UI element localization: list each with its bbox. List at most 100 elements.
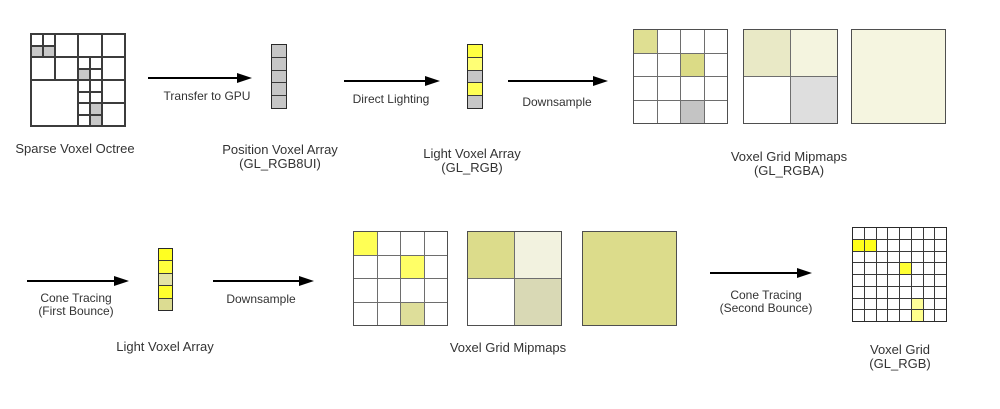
voxel-grid-figure <box>852 227 947 322</box>
grid-cell <box>853 251 864 263</box>
grid-cell <box>159 261 172 273</box>
grid-cell <box>876 298 888 310</box>
grid-cell <box>272 96 286 108</box>
grid-cell <box>468 96 482 108</box>
grid-cell <box>853 239 864 251</box>
direct-lighting-arrow <box>344 74 440 87</box>
grid-cell <box>876 263 888 274</box>
label-line2: (GL_RGBA) <box>753 163 825 178</box>
octree-cell <box>89 80 102 92</box>
grid-cell <box>911 298 923 310</box>
cone-tracing-first-bounce-arrow <box>27 274 129 287</box>
grid-cell <box>935 228 946 239</box>
grid-cell <box>911 286 923 298</box>
octree-cell <box>101 57 125 80</box>
grid-cell <box>272 45 286 57</box>
grid-cell <box>864 251 876 263</box>
octree-cell <box>89 91 102 103</box>
octree-cell <box>101 103 125 126</box>
grid-cell <box>876 228 888 239</box>
grid-cell <box>657 30 680 53</box>
grid-cell <box>468 45 482 57</box>
arrow-shaft <box>508 79 597 82</box>
grid-cell <box>272 57 286 70</box>
voxel-grid-mipmaps-label: Voxel Grid Mipmaps (GL_RGBA) <box>689 150 889 178</box>
grid-cell <box>853 298 864 310</box>
octree-cell <box>54 34 78 57</box>
grid-cell <box>657 100 680 123</box>
octree-cell <box>42 34 55 46</box>
grid-cell <box>704 30 727 53</box>
grid-cell <box>468 70 482 83</box>
grid-cell <box>401 302 424 325</box>
grid-cell <box>272 70 286 83</box>
voxel-grid-mipmap-level0 <box>633 29 728 124</box>
arrow-shaft <box>27 279 118 282</box>
grid-cell <box>424 255 447 278</box>
grid-cell <box>583 232 676 325</box>
grid-cell <box>159 273 172 286</box>
position-voxel-array-figure <box>271 44 287 109</box>
grid-cell <box>900 251 911 263</box>
voxel-grid-mipmap-2-level0 <box>353 231 448 326</box>
label-line2: (GL_RGB) <box>869 356 931 371</box>
grid-cell <box>424 232 447 255</box>
grid-cell <box>681 30 704 53</box>
octree-filled-cell <box>89 103 102 115</box>
grid-cell <box>876 275 888 286</box>
grid-cell <box>900 263 911 274</box>
light-voxel-array-label: Light Voxel Array (GL_RGB) <box>392 147 552 175</box>
grid-cell <box>272 83 286 96</box>
grid-cell <box>888 228 899 239</box>
grid-cell <box>424 302 447 325</box>
label-line2: (GL_RGB) <box>441 160 503 175</box>
arrow-head-icon <box>425 75 440 86</box>
grid-cell <box>888 275 899 286</box>
grid-cell <box>159 298 172 310</box>
grid-cell <box>923 251 935 263</box>
grid-cell <box>888 286 899 298</box>
grid-cell <box>424 279 447 302</box>
grid-cell <box>911 275 923 286</box>
downsample-label: Downsample <box>522 95 592 109</box>
grid-cell <box>377 279 400 302</box>
arrow-shaft <box>148 76 241 79</box>
octree-cell <box>101 80 125 103</box>
grid-cell <box>704 100 727 123</box>
label-line2: (GL_RGB8UI) <box>239 156 321 171</box>
octree-filled-cell <box>89 114 102 126</box>
grid-cell <box>852 30 945 123</box>
label-line1: Position Voxel Array <box>222 142 338 157</box>
cone-tracing-second-bounce-arrow <box>710 266 812 279</box>
octree-cell <box>78 103 90 115</box>
grid-cell <box>923 310 935 321</box>
light-voxel-array-2-figure <box>158 248 173 311</box>
voxel-grid-mipmap-2-level2 <box>582 231 677 326</box>
voxel-grid-mipmap-level2 <box>851 29 946 124</box>
grid-cell <box>923 286 935 298</box>
grid-cell <box>681 53 704 76</box>
light-voxel-array-2-label: Light Voxel Array <box>116 339 214 354</box>
grid-cell <box>888 251 899 263</box>
arrow-head-icon <box>593 75 608 86</box>
grid-cell <box>791 30 837 76</box>
grid-cell <box>911 239 923 251</box>
grid-cell <box>468 83 482 96</box>
grid-cell <box>791 77 837 123</box>
octree-cell <box>78 80 90 92</box>
grid-cell <box>853 263 864 274</box>
grid-cell <box>634 53 657 76</box>
direct-lighting-label: Direct Lighting <box>352 92 430 106</box>
grid-cell <box>864 310 876 321</box>
arrow-shaft <box>213 279 303 282</box>
grid-cell <box>634 30 657 53</box>
label-line1: Cone Tracing <box>730 288 802 302</box>
grid-cell <box>634 77 657 100</box>
grid-cell <box>853 286 864 298</box>
grid-cell <box>935 263 946 274</box>
grid-cell <box>159 249 172 261</box>
grid-cell <box>876 239 888 251</box>
octree-cell <box>31 57 55 80</box>
arrow-head-icon <box>237 72 252 83</box>
voxel-grid-label: Voxel Grid (GL_RGB) <box>820 343 980 371</box>
